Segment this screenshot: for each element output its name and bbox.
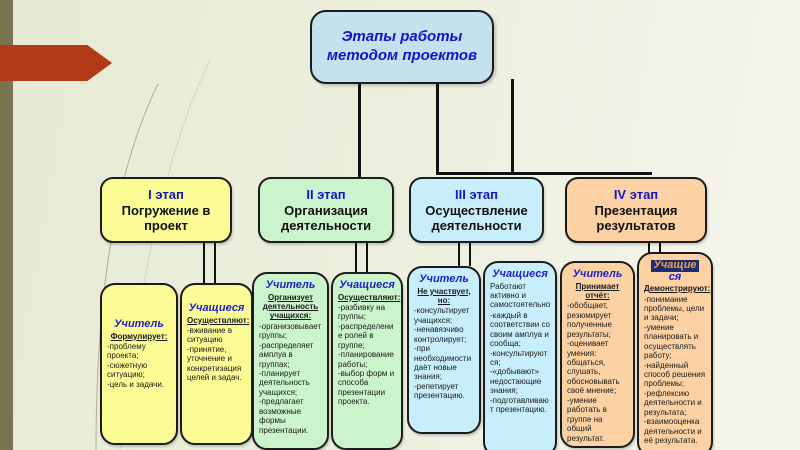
card-lead: Демонстрируют: <box>644 284 711 294</box>
stage-name: Организация деятельности <box>280 203 372 233</box>
card-lead: Организует деятельность учащихся: <box>262 292 319 321</box>
stage-label: III этап <box>455 186 498 202</box>
card-lead: Работают активно и самостоятельно <box>490 281 551 310</box>
diagram-title-box: Этапы работы методом проектов <box>310 10 494 84</box>
teacher-card-stage4: Учитель Принимает отчёт: -обобщает, резю… <box>560 261 635 448</box>
students-card-stage1: Учащиеся Осуществляют: -вживание в ситуа… <box>180 283 253 445</box>
connector-stage1-cards <box>203 239 216 283</box>
card-role: Учитель <box>419 273 469 285</box>
card-role: Учитель <box>572 268 623 280</box>
teacher-card-stage3: Учитель Не участвует, но: -консультирует… <box>407 266 481 434</box>
connector-stage2-cards <box>355 239 368 272</box>
card-lead: Осуществляют: <box>187 315 250 325</box>
connector-title-stage2 <box>358 79 361 177</box>
card-items: -разбивку на группы; -распределение роле… <box>338 302 395 407</box>
students-card-stage2: Учащиеся Осуществляют: -разбивку на груп… <box>331 272 403 450</box>
card-lead: Не участвует, но: <box>417 286 471 305</box>
card-items: -проблему проекта; -сюжетную ситуацию; -… <box>107 341 165 389</box>
card-items: -вживание в ситуацию -принятие, уточнени… <box>187 325 242 383</box>
stage-box-2: II этап Организация деятельности <box>258 177 394 243</box>
card-lead: Осуществляют: <box>338 292 401 302</box>
connector-stage3-cards <box>458 239 471 266</box>
connector-title-stage4-drop <box>511 79 514 175</box>
students-card-stage3: Учащиеся Работают активно и самостоятель… <box>483 261 557 450</box>
card-role: Учащиеся <box>492 268 548 280</box>
card-role-highlighted: Учащие <box>651 259 699 272</box>
connector-stage4-cards <box>648 239 661 261</box>
diagram-title: Этапы работы методом проектов <box>326 28 478 64</box>
stage-label: I этап <box>148 186 184 202</box>
teacher-card-stage1: Учитель Формулирует: -проблему проекта; … <box>100 283 178 445</box>
card-role-rest: ся <box>668 270 682 283</box>
card-lead: Формулирует: <box>110 331 168 341</box>
connector-horizontal-run <box>436 172 652 175</box>
stage-box-3: III этап Осуществление деятельности <box>409 177 544 243</box>
red-arrow-decoration <box>0 45 112 81</box>
stage-label: II этап <box>306 186 346 202</box>
connector-title-stage3 <box>436 79 439 175</box>
card-items: -понимание проблемы, цели и задачи; -уме… <box>644 294 706 446</box>
left-stripe-decoration <box>0 0 13 450</box>
card-items: -организовывает группы; -распределяет ам… <box>259 321 322 435</box>
card-role: Учащиеся <box>339 279 395 291</box>
card-role: Учитель <box>265 279 316 291</box>
card-items: -консультирует учащихся; -ненавязчиво ко… <box>414 306 472 401</box>
card-role: Учащиеся <box>188 302 245 314</box>
teacher-card-stage2: Учитель Организует деятельность учащихся… <box>252 272 329 450</box>
stage-name: Презентация результатов <box>594 203 678 233</box>
card-role: Учитель <box>114 318 164 330</box>
stage-box-1: I этап Погружение в проект <box>100 177 232 243</box>
card-lead: Принимает отчёт: <box>575 281 620 300</box>
stage-label: IV этап <box>613 186 659 202</box>
stage-box-4: IV этап Презентация результатов <box>565 177 707 243</box>
stage-name: Осуществление деятельности <box>425 203 528 233</box>
card-items: -обобщает, резюмирует полученные результ… <box>567 301 620 443</box>
stage-name: Погружение в проект <box>121 203 211 233</box>
card-items: -каждый в соответствии со своим амплуа и… <box>490 310 551 415</box>
